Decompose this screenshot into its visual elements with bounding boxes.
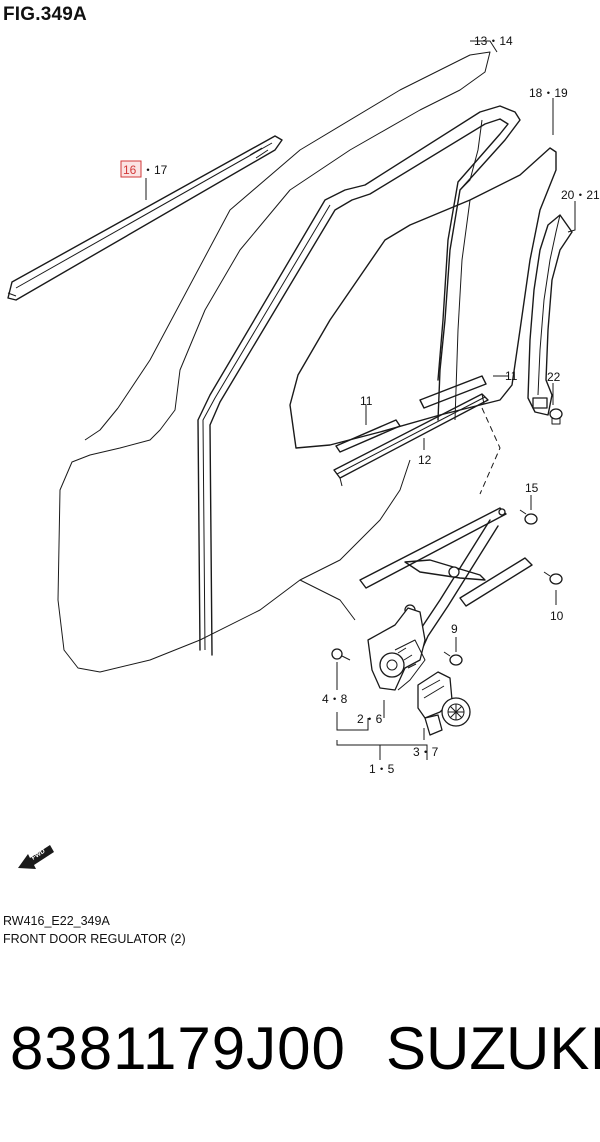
bolt-4-8 xyxy=(331,648,351,661)
brand-name: SUZUKI xyxy=(386,1015,600,1082)
outer-weatherstrip xyxy=(7,135,283,301)
door-panel-outline xyxy=(57,51,491,673)
bolt-10 xyxy=(543,571,563,585)
figure-title: FIG.349A xyxy=(3,4,87,25)
callout-12: 12 xyxy=(418,453,432,467)
forward-arrow-icon: FWD xyxy=(18,845,54,869)
leader-lines xyxy=(145,40,576,760)
callout-18-19: 18・19 xyxy=(529,86,568,100)
callout-4-8: 4・8 xyxy=(322,692,348,706)
bolt-15 xyxy=(519,509,538,525)
callout-16-highlight xyxy=(120,160,142,178)
footer: 8381179J00 SUZUKI xyxy=(0,1010,600,1120)
callout-17: ・17 xyxy=(142,163,168,177)
diagram-code: RW416_E22_349A xyxy=(3,914,110,928)
callout-labels: 13・14 18・19 16 ・17 20・21 11 11 22 12 15 … xyxy=(120,34,600,776)
callout-13-14: 13・14 xyxy=(474,34,513,48)
window-run-channel xyxy=(197,105,521,656)
callout-1-5: 1・5 xyxy=(369,762,395,776)
window-motor xyxy=(417,671,471,736)
callout-3-7: 3・7 xyxy=(413,745,439,759)
regulator-mechanism xyxy=(359,507,533,655)
diagram-description: FRONT DOOR REGULATOR (2) xyxy=(3,932,186,946)
door-glass xyxy=(289,147,557,449)
callout-10: 10 xyxy=(550,609,564,623)
callout-16: 16 xyxy=(123,163,137,177)
assembly-guide-lines xyxy=(479,407,501,495)
callout-15: 15 xyxy=(525,481,539,495)
bolt-9 xyxy=(443,651,463,666)
bolt-22 xyxy=(549,408,563,425)
glass-channel-12 xyxy=(333,393,489,487)
parts-diagram: FWD 13・14 18・19 16 ・17 20・21 11 11 22 12… xyxy=(7,34,600,869)
callout-11-upper: 11 xyxy=(505,369,518,383)
callout-20-21: 20・21 xyxy=(561,188,600,202)
callout-11-lower: 11 xyxy=(360,394,373,408)
inner-weatherstrip-11 xyxy=(335,375,487,453)
regulator-base-plate xyxy=(367,607,426,691)
part-number: 8381179J00 xyxy=(10,1015,346,1082)
callout-9: 9 xyxy=(451,622,458,636)
rear-guide-rail xyxy=(527,214,573,416)
callout-2-6: 2・6 xyxy=(357,712,383,726)
callout-22: 22 xyxy=(547,370,561,384)
